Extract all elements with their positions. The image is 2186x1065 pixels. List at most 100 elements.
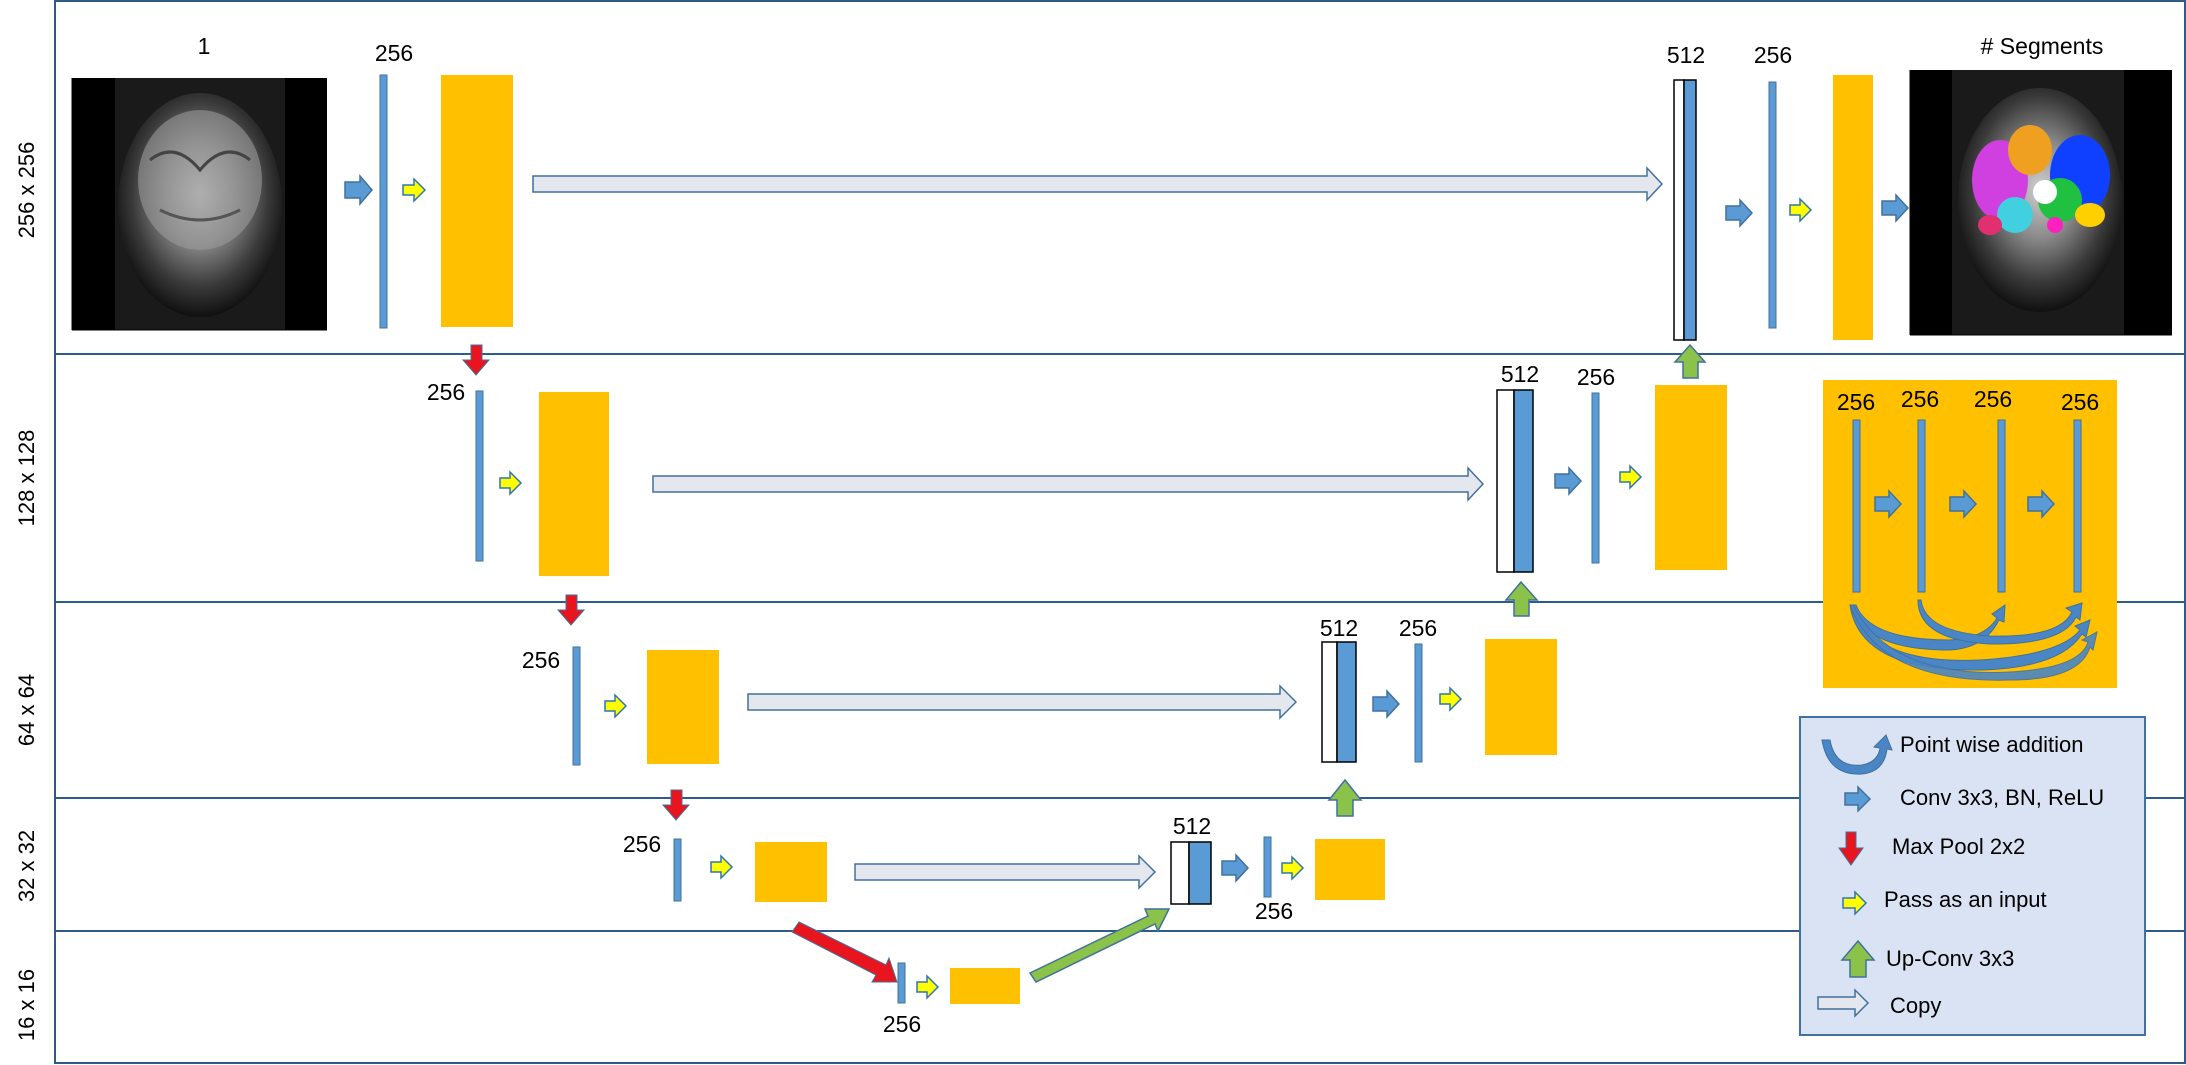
copy-arrow-icon <box>747 684 1298 720</box>
upconv-arrow-icon <box>1504 580 1539 617</box>
detail-channels-2: 256 <box>1901 386 1939 412</box>
pass-arrow-icon <box>1789 197 1813 223</box>
blue-arrow-icon <box>1844 785 1872 813</box>
maxpool-arrow-icon <box>661 789 691 821</box>
legend-label-5: Up-Conv 3x3 <box>1886 946 2014 971</box>
dec1-conv-bar <box>1768 81 1777 329</box>
enc4-channels-label: 256 <box>623 831 661 857</box>
row-label-16: 16 x 16 <box>14 969 39 1041</box>
enc1-conv-bar <box>379 74 388 329</box>
output-segments-label: # Segments <box>1981 33 2104 59</box>
bottleneck-block <box>950 968 1020 1004</box>
dec2-up-bar <box>1513 389 1534 573</box>
residual-block-detail: 256 256 256 256 <box>1823 380 2117 688</box>
pass-arrow-icon <box>1619 464 1643 490</box>
pass-arrow-icon <box>710 854 734 880</box>
dec3-up-bar <box>1336 641 1357 763</box>
conv-arrow-icon <box>1949 489 1978 519</box>
detail-conv-bar-2 <box>1917 419 1926 593</box>
enc4-block <box>755 842 827 902</box>
dec3-block <box>1485 639 1557 755</box>
pass-arrow-icon <box>604 693 628 719</box>
dec2-block <box>1655 385 1727 570</box>
enc3-channels-label: 256 <box>522 647 560 673</box>
legend-label-2: Conv 3x3, BN, ReLU <box>1900 785 2104 810</box>
dec1-up-bar <box>1683 79 1697 341</box>
row-label-64: 64 x 64 <box>14 674 39 746</box>
row-labels: 256 x 256 128 x 128 64 x 64 32 x 32 16 x… <box>14 142 39 1041</box>
maxpool-arrow-icon <box>791 921 898 983</box>
dec4-concat-label: 512 <box>1173 813 1211 839</box>
hollow-arrow-icon <box>1817 988 1870 1018</box>
dec3-channels-label: 256 <box>1399 615 1437 641</box>
dec3-copy-bar <box>1321 641 1338 763</box>
curved-arrow-icon <box>1821 734 1893 775</box>
dec4-up-bar <box>1188 841 1212 905</box>
detail-conv-bar-4 <box>2073 419 2082 593</box>
copy-arrow-icon <box>532 166 1664 202</box>
enc4-conv-bar <box>673 838 682 902</box>
upconv-arrow-icon <box>1327 778 1363 817</box>
row-label-128: 128 x 128 <box>14 430 39 527</box>
legend-label-4: Pass as an input <box>1884 887 2047 912</box>
conv-arrow-icon <box>344 173 373 207</box>
upconv-arrow-icon <box>1673 343 1707 379</box>
row-label-32: 32 x 32 <box>14 830 39 902</box>
enc2-block <box>539 392 609 576</box>
legend-label-3: Max Pool 2x2 <box>1892 834 2025 859</box>
detail-conv-bar-3 <box>1997 419 2006 593</box>
pass-arrow-icon <box>1439 686 1463 712</box>
residual-arrow-icon <box>1849 604 2098 681</box>
detail-channels-1: 256 <box>1837 389 1875 415</box>
detail-channels-4: 256 <box>2061 389 2099 415</box>
enc2-conv-bar <box>475 390 484 562</box>
maxpool-arrow-icon <box>461 344 491 376</box>
dec2-copy-bar <box>1496 389 1515 573</box>
pass-arrow-icon <box>916 974 940 1000</box>
upconv-arrow-icon <box>1028 908 1171 983</box>
bottleneck-channels-label: 256 <box>883 1011 921 1037</box>
dec2-conv-bar <box>1591 392 1600 564</box>
conv-arrow-icon <box>1221 853 1250 883</box>
copy-arrow-icon <box>854 854 1157 890</box>
dec3-conv-bar <box>1414 643 1423 763</box>
enc3-conv-bar <box>572 646 581 766</box>
conv-arrow-icon <box>1554 466 1583 496</box>
input-mri-image <box>62 72 330 342</box>
green-up-arrow-icon <box>1840 939 1876 978</box>
dec1-concat-label: 512 <box>1667 42 1705 68</box>
residual-arrow-icon <box>1917 599 2083 645</box>
legend-label-1: Point wise addition <box>1900 732 2083 757</box>
dec2-channels-label: 256 <box>1577 364 1615 390</box>
pass-arrow-icon <box>1281 855 1305 881</box>
dec4-block <box>1315 839 1385 900</box>
dec2-concat-label: 512 <box>1501 361 1539 387</box>
enc1-channels-label: 256 <box>375 40 413 66</box>
conv-arrow-icon <box>1725 198 1754 228</box>
dec4-channels-label: 256 <box>1255 898 1293 924</box>
enc2-channels-label: 256 <box>427 379 465 405</box>
conv-arrow-icon <box>1372 689 1401 719</box>
row-label-256: 256 x 256 <box>14 142 39 239</box>
pass-arrow-icon <box>499 470 523 496</box>
detail-conv-bar-1 <box>1852 419 1861 593</box>
input-channels-label: 1 <box>198 33 211 59</box>
red-down-arrow-icon <box>1838 831 1864 866</box>
output-segmentation-image <box>1898 67 2178 347</box>
enc3-block <box>647 650 719 764</box>
dec4-conv-bar <box>1263 836 1272 898</box>
conv-arrow-icon <box>1874 489 1903 519</box>
maxpool-arrow-icon <box>556 594 586 626</box>
pass-arrow-icon <box>402 177 427 203</box>
legend: Point wise addition Conv 3x3, BN, ReLU M… <box>1799 716 2146 1036</box>
enc1-block <box>441 75 513 327</box>
conv-arrow-icon <box>1881 193 1910 223</box>
conv-arrow-icon <box>2027 489 2056 519</box>
bottleneck-conv-bar <box>897 962 906 1004</box>
yellow-arrow-icon <box>1842 890 1868 916</box>
detail-channels-3: 256 <box>1974 386 2012 412</box>
dec4-copy-bar <box>1170 841 1190 905</box>
copy-arrow-icon <box>652 466 1485 502</box>
dec1-copy-bar <box>1673 79 1685 341</box>
